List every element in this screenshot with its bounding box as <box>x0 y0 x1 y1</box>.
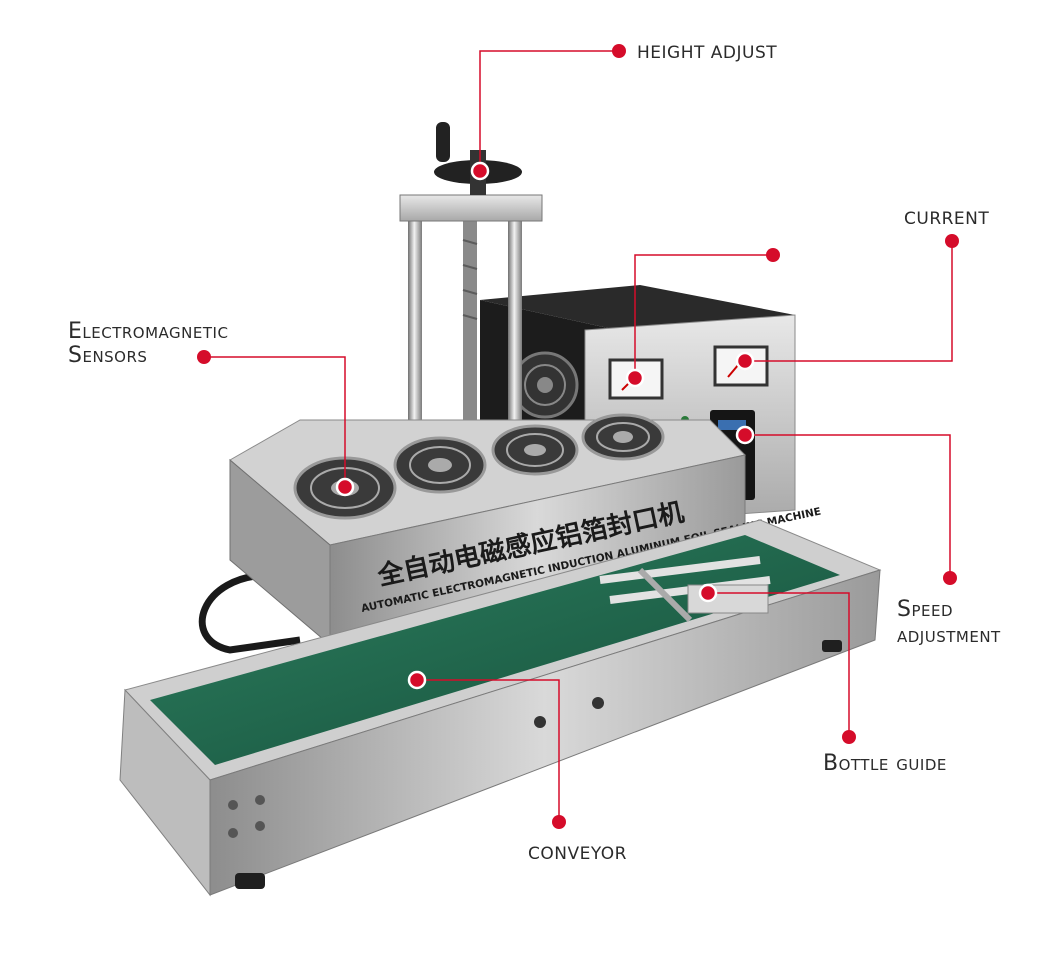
dot-sensors-label <box>197 350 211 364</box>
dot-height-label <box>612 44 626 58</box>
dot-speed-controller <box>735 425 755 445</box>
dot-conveyor-belt <box>407 670 427 690</box>
label-sensors: Sensors <box>68 343 148 368</box>
label-electromagnetic: Electromagnetic <box>68 319 229 344</box>
dot-ammeter-left <box>625 368 645 388</box>
dot-ammeter-right <box>735 351 755 371</box>
label-adjustment: adjustment <box>897 623 1001 648</box>
cooling-fan-3-icon <box>491 424 579 476</box>
leader-bottle-guide <box>708 592 850 737</box>
dot-speed-label <box>943 571 957 585</box>
label-height-adjust: HEIGHT ADJUST <box>637 43 778 63</box>
callout-leaders <box>204 50 953 822</box>
leader-conveyor <box>417 679 560 822</box>
bottle-guide-rail <box>599 556 771 623</box>
label-speed: Speed <box>897 597 954 622</box>
leader-current-left <box>634 254 773 378</box>
label-conveyor: CONVEYOR <box>528 844 627 864</box>
callout-dots <box>197 44 959 829</box>
dot-current-top <box>766 248 780 262</box>
label-bottle-guide: Bottle guide <box>823 751 947 776</box>
cooling-fan-2-icon <box>393 436 487 494</box>
dot-handwheel <box>470 161 490 181</box>
leader-current-right <box>745 241 953 362</box>
top-crossbar <box>399 194 543 222</box>
conveyor-assembly <box>119 519 882 897</box>
power-cable <box>198 571 301 654</box>
dot-conveyor-label <box>552 815 566 829</box>
dot-fan <box>335 477 355 497</box>
leader-speed <box>745 434 951 578</box>
dot-bottle-guide <box>698 583 718 603</box>
dot-current-label <box>945 234 959 248</box>
cooling-fan-4-icon <box>581 413 665 461</box>
leader-sensors <box>204 356 346 487</box>
label-current: CURRENT <box>904 209 990 229</box>
leader-height-adjust <box>479 50 619 171</box>
dot-bottle-label <box>842 730 856 744</box>
